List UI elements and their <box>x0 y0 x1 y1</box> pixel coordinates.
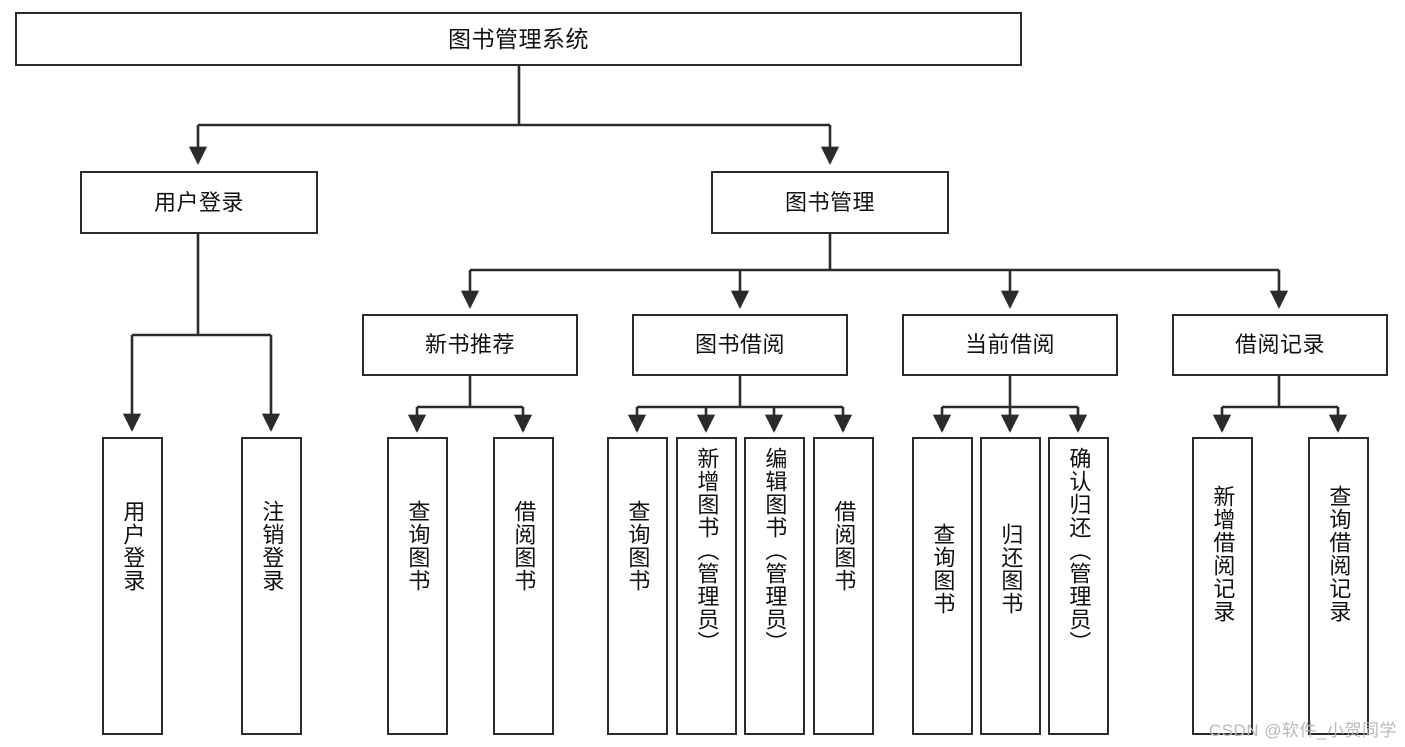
node-current-borrow[interactable]: 当前借阅 <box>902 314 1118 376</box>
leaf-user-login-login[interactable]: 用户登录 <box>102 437 163 735</box>
leaf-new-book-borrow[interactable]: 借阅图书 <box>493 437 554 735</box>
leaf-current-borrow-confirm-admin[interactable]: 确认归还（管理员） <box>1048 437 1109 735</box>
leaf-book-borrow-query-label: 查询图书 <box>625 500 651 592</box>
node-user-login-label: 用户登录 <box>153 189 244 215</box>
node-user-login[interactable]: 用户登录 <box>80 171 318 234</box>
leaf-borrow-record-query[interactable]: 查询借阅记录 <box>1308 437 1369 735</box>
node-book-manage[interactable]: 图书管理 <box>711 171 949 234</box>
node-root-system[interactable]: 图书管理系统 <box>15 12 1022 66</box>
leaf-book-borrow-add-admin[interactable]: 新增图书（管理员） <box>676 437 737 735</box>
node-book-borrow-label: 图书借阅 <box>694 332 785 358</box>
leaf-book-borrow-borrow[interactable]: 借阅图书 <box>813 437 874 735</box>
leaf-current-borrow-return[interactable]: 归还图书 <box>980 437 1041 735</box>
leaf-current-borrow-return-label: 归还图书 <box>998 523 1024 615</box>
leaf-book-borrow-edit-admin[interactable]: 编辑图书（管理员） <box>744 437 805 735</box>
leaf-user-login-login-label: 用户登录 <box>120 500 146 592</box>
leaf-book-borrow-edit-admin-label: 编辑图书（管理员） <box>762 447 788 654</box>
leaf-book-borrow-borrow-label: 借阅图书 <box>831 500 857 592</box>
leaf-new-book-query-label: 查询图书 <box>405 500 431 592</box>
leaf-user-login-logout-label: 注销登录 <box>259 500 285 592</box>
node-root-system-label: 图书管理系统 <box>448 25 589 52</box>
leaf-new-book-borrow-label: 借阅图书 <box>511 500 537 592</box>
node-current-borrow-label: 当前借阅 <box>964 332 1055 358</box>
leaf-book-borrow-query[interactable]: 查询图书 <box>607 437 668 735</box>
leaf-current-borrow-confirm-admin-label: 确认归还（管理员） <box>1066 447 1092 654</box>
leaf-borrow-record-add-label: 新增借阅记录 <box>1210 485 1236 623</box>
node-book-borrow[interactable]: 图书借阅 <box>632 314 848 376</box>
leaf-borrow-record-query-label: 查询借阅记录 <box>1326 485 1352 623</box>
node-borrow-record[interactable]: 借阅记录 <box>1172 314 1388 376</box>
leaf-current-borrow-query[interactable]: 查询图书 <box>912 437 973 735</box>
node-book-manage-label: 图书管理 <box>784 189 875 215</box>
leaf-user-login-logout[interactable]: 注销登录 <box>241 437 302 735</box>
node-new-book-recommend-label: 新书推荐 <box>424 332 515 358</box>
leaf-borrow-record-add[interactable]: 新增借阅记录 <box>1192 437 1253 735</box>
node-borrow-record-label: 借阅记录 <box>1234 332 1325 358</box>
leaf-new-book-query[interactable]: 查询图书 <box>387 437 448 735</box>
leaf-book-borrow-add-admin-label: 新增图书（管理员） <box>694 447 720 654</box>
node-new-book-recommend[interactable]: 新书推荐 <box>362 314 578 376</box>
leaf-current-borrow-query-label: 查询图书 <box>930 523 956 615</box>
